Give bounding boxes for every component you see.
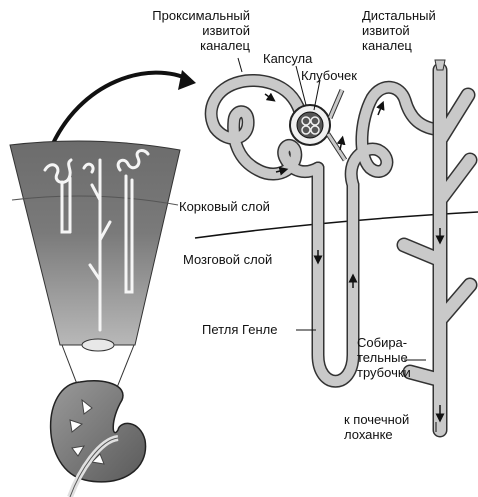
kidney-wedge [10,141,180,351]
label-cortex: Корковый слой [179,199,270,214]
label-collecting-ducts: Собира- тельные трубочки [357,335,411,380]
label-to-renal-pelvis: к почечной лоханке [344,412,409,442]
label-loop-of-henle: Петля Генле [202,322,277,337]
label-glomerulus: Клубочек [301,68,357,83]
label-medulla: Мозговой слой [183,252,272,267]
zoom-arrow [50,73,190,150]
label-proximal-tubule: Проксимальный извитой каналец [138,8,250,53]
label-distal-tubule: Дистальный извитой каналец [362,8,436,53]
zoom-arrowhead [178,70,196,90]
whole-kidney [51,381,146,497]
label-capsule: Капсула [263,51,312,66]
